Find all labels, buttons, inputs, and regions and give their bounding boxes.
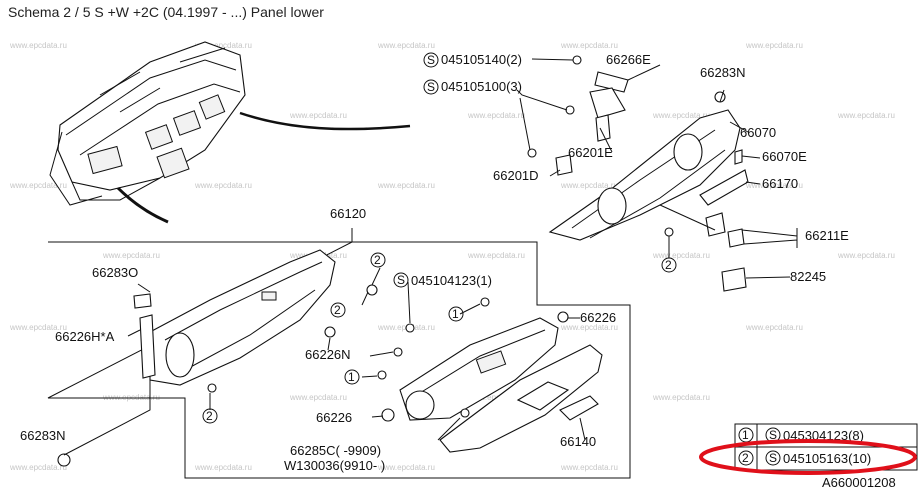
- watermark: www.epcdata.ru: [9, 323, 67, 332]
- watermark: www.epcdata.ru: [560, 323, 618, 332]
- watermark: www.epcdata.ru: [289, 393, 347, 402]
- watermark: www.epcdata.ru: [194, 463, 252, 472]
- s-symbol: S: [769, 428, 777, 442]
- part-label-66120: 66120: [330, 206, 366, 221]
- part-label-82245: 82245: [790, 269, 826, 284]
- watermark: www.epcdata.ru: [745, 181, 803, 190]
- watermark: www.epcdata.ru: [652, 111, 710, 120]
- s-symbol-icon: [393, 272, 409, 288]
- part-label-66140: 66140: [560, 434, 596, 449]
- part-label-66283o: 66283O: [92, 265, 138, 280]
- part-label-045105140: 045105140(2): [441, 52, 522, 67]
- watermark: www.epcdata.ru: [9, 181, 67, 190]
- part-label-66201d: 66201D: [493, 168, 539, 183]
- part-label-66226h: 66226H*A: [55, 329, 115, 344]
- part-label-66266e: 66266E: [606, 52, 651, 67]
- s-symbol: S: [397, 273, 405, 287]
- legend-part-number: 045105163(10): [783, 451, 871, 466]
- watermark: www.epcdata.ru: [560, 181, 618, 190]
- part-label-w130036: W130036(9910- ): [284, 458, 385, 473]
- watermark: www.epcdata.ru: [652, 393, 710, 402]
- lower-panel-assembly: [47, 228, 631, 479]
- callout-numbers: 2 2 1 1 2 2: [202, 252, 677, 424]
- watermark: www.epcdata.ru: [745, 41, 803, 50]
- watermark: www.epcdata.ru: [837, 111, 895, 120]
- s-symbol: S: [769, 451, 777, 465]
- watermark: www.epcdata.ru: [377, 181, 435, 190]
- upper-panel-assembly: [516, 55, 798, 292]
- watermark: www.epcdata.ru: [377, 41, 435, 50]
- part-label-66211e: 66211E: [805, 228, 849, 243]
- part-label-66226-bottom: 66226: [316, 410, 352, 425]
- watermark: www.epcdata.ru: [745, 323, 803, 332]
- part-label-66201e: 66201E: [568, 145, 613, 160]
- callout-2: 2: [374, 253, 381, 267]
- callout-1: 1: [348, 370, 355, 384]
- part-label-66226-right: 66226: [580, 310, 616, 325]
- legend-index: 1: [742, 428, 749, 442]
- part-label-045105100: 045105100(3): [441, 79, 522, 94]
- part-label-66283n-top: 66283N: [700, 65, 746, 80]
- callout-2: 2: [334, 303, 341, 317]
- part-label-66283n-bottom: 66283N: [20, 428, 66, 443]
- legend-index: 2: [742, 451, 749, 465]
- watermark: www.epcdata.ru: [289, 111, 347, 120]
- page-title: Schema 2 / 5 S +W +2C (04.1997 - ...) Pa…: [8, 4, 324, 20]
- dashboard-overview-illustration: [49, 41, 411, 224]
- s-symbol-icon: [423, 79, 439, 95]
- callout-2: 2: [206, 409, 213, 423]
- part-labels: S 045105140(2) 66266E 66283N S 045105100…: [20, 52, 896, 490]
- watermark: www.epcdata.ru: [837, 251, 895, 260]
- callout-1: 1: [452, 307, 459, 321]
- watermark: www.epcdata.ru: [9, 463, 67, 472]
- watermark: www.epcdata.ru: [467, 111, 525, 120]
- part-label-66226n: 66226N: [305, 347, 351, 362]
- watermark: www.epcdata.ru: [467, 251, 525, 260]
- callout-2: 2: [665, 258, 672, 272]
- watermark: www.epcdata.ru: [9, 41, 67, 50]
- highlight-ellipse: [699, 439, 917, 475]
- part-label-66070: 66070: [740, 125, 776, 140]
- s-symbol: S: [427, 80, 435, 94]
- s-symbol-icon: [423, 52, 439, 68]
- part-label-66285c: 66285C( -9909): [290, 443, 381, 458]
- watermark: www.epcdata.ru: [102, 251, 160, 260]
- watermark: www.epcdata.ru: [652, 251, 710, 260]
- watermark: www.epcdata.ru: [560, 41, 618, 50]
- watermark: www.epcdata.ru: [377, 463, 435, 472]
- part-label-66170: 66170: [762, 176, 798, 191]
- diagram-id: A660001208: [822, 475, 896, 490]
- watermark: www.epcdata.ru: [194, 41, 252, 50]
- watermark: www.epcdata.ru: [560, 463, 618, 472]
- fastener-legend: 1 S 045304123(8) 2 S 045105163(10): [699, 423, 918, 475]
- watermark: www.epcdata.ru: [194, 181, 252, 190]
- s-symbol: S: [427, 53, 435, 67]
- part-label-66070e: 66070E: [762, 149, 807, 164]
- part-label-045104123: 045104123(1): [411, 273, 492, 288]
